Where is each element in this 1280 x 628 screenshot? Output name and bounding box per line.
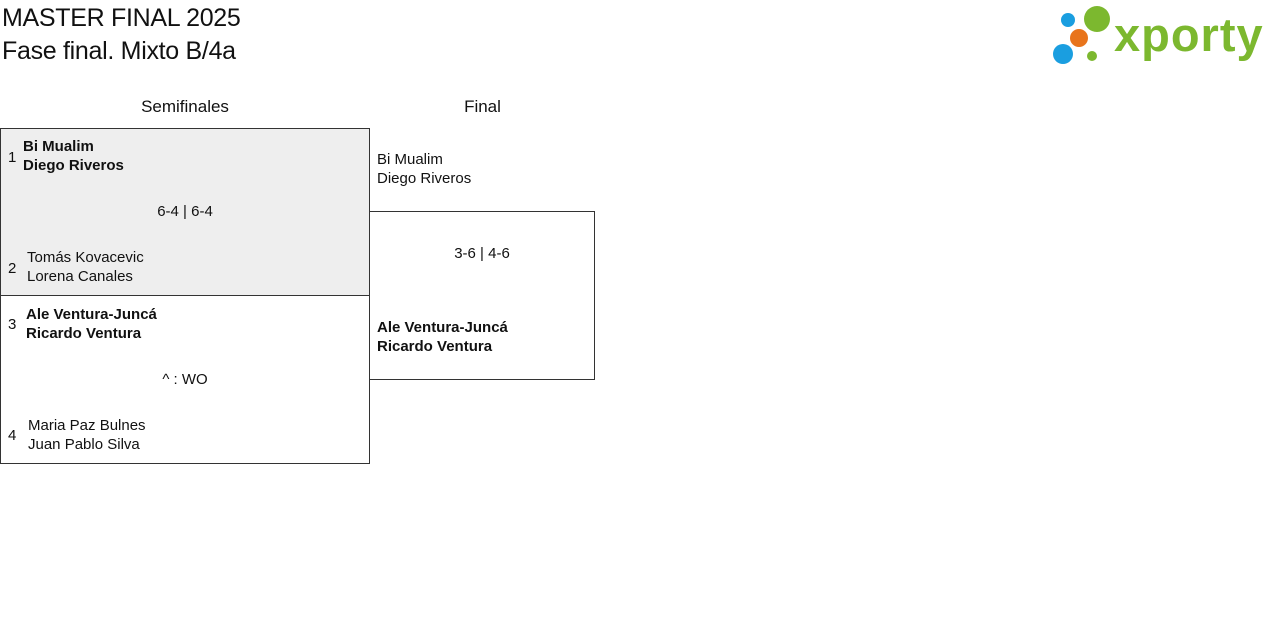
seed-number: 1 [8,149,17,166]
xporty-logo: xporty [1050,4,1276,68]
team-player-1: Maria Paz Bulnes [28,417,146,434]
page-subtitle: Fase final. Mixto B/4a [2,37,236,65]
page-title: MASTER FINAL 2025 [2,4,241,32]
semifinal-match-2[interactable]: 3 Ale Ventura-Juncá Ricardo Ventura ^ : … [0,295,370,464]
match-score: ^ : WO [162,371,208,388]
final-top-team: Bi Mualim Diego Riveros [377,150,471,188]
team-player-2: Lorena Canales [27,268,133,285]
team-player-2: Ricardo Ventura [377,338,493,355]
team-player-1: Bi Mualim [23,138,94,155]
match-score: 6-4 | 6-4 [157,203,213,220]
team-player-1: Tomás Kovacevic [27,249,144,266]
team-player-2: Juan Pablo Silva [28,436,140,453]
team-player-1: Ale Ventura-Juncá [26,306,157,323]
column-header-final: Final [464,97,501,116]
page-header: MASTER FINAL 2025 Fase final. Mixto B/4a [2,2,241,68]
logo-wordmark: xporty [1114,8,1264,61]
column-header-semifinales: Semifinales [141,97,229,116]
team-player-1: Ale Ventura-Juncá [377,319,508,336]
match-score: 3-6 | 4-6 [454,245,510,262]
seed-number: 3 [8,316,17,333]
team-player-2: Diego Riveros [23,157,124,174]
semifinal-match-1[interactable]: 1 Bi Mualim Diego Riveros 6-4 | 6-4 2 To… [0,128,370,296]
team-player-2: Ricardo Ventura [26,325,142,342]
team-player-2: Diego Riveros [377,170,472,187]
logo-dots-icon [1053,6,1110,64]
seed-number: 4 [8,427,17,444]
team-player-1: Bi Mualim [377,151,443,168]
seed-number: 2 [8,260,17,277]
final-match[interactable]: 3-6 | 4-6 Ale Ventura-Juncá Ricardo Vent… [369,211,595,380]
